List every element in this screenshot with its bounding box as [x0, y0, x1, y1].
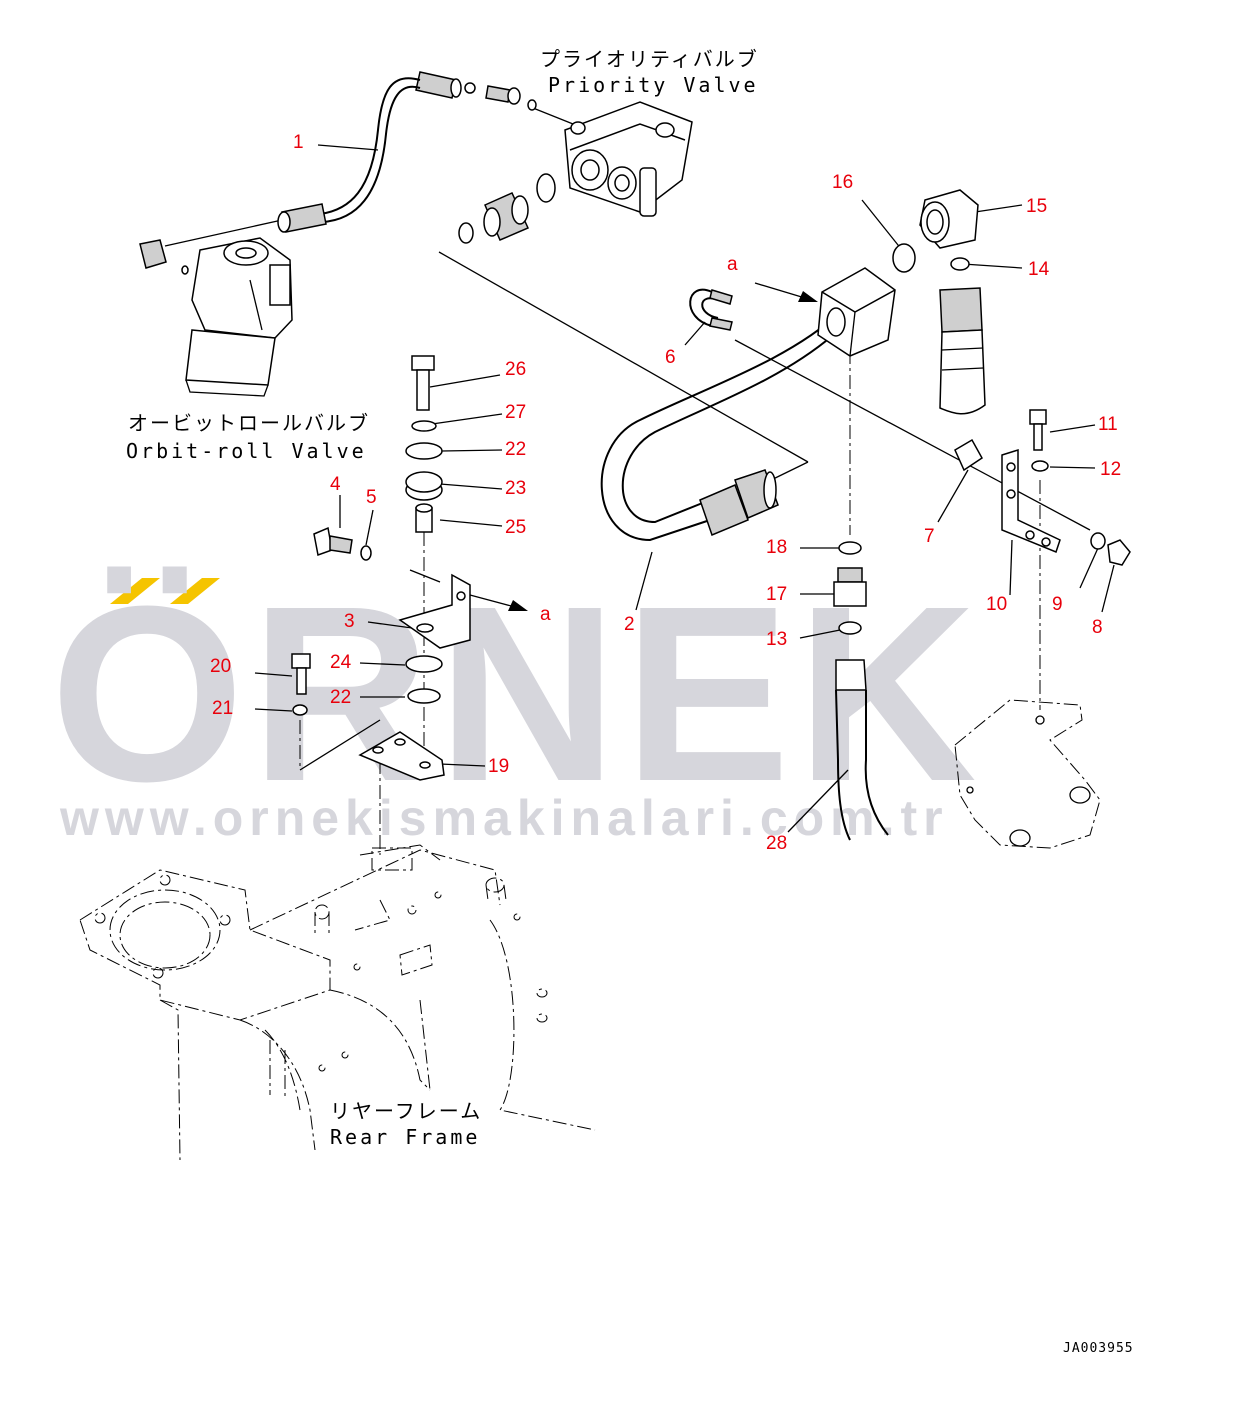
callout-23: 23: [505, 478, 526, 499]
callout-2: 2: [624, 614, 635, 635]
spacer-24: [405, 655, 443, 673]
washer-21: [292, 704, 308, 716]
o-ring-13: [838, 621, 862, 635]
callout-28: 28: [766, 833, 787, 854]
nut-8: [1107, 539, 1131, 566]
priority-valve: [458, 101, 693, 244]
washer-27: [411, 420, 437, 432]
callout-25: 25: [505, 517, 526, 538]
callout-numbers: 1 2 3 4 5 6 7 8 9 10 11 12 13 14 15 16 1…: [210, 132, 1121, 854]
orbit-roll-valve: [185, 237, 293, 397]
rear-frame-jp-label: リヤーフレーム: [330, 1099, 482, 1123]
callout-15: 15: [1026, 196, 1047, 217]
washer-9: [1090, 532, 1106, 550]
callout-8: 8: [1092, 617, 1103, 638]
bolt-20: [291, 653, 311, 695]
priority-valve-en-label: Priority Valve: [548, 73, 759, 97]
callout-19: 19: [488, 756, 509, 777]
callout-27: 27: [505, 402, 526, 423]
callout-1: 1: [293, 132, 304, 153]
callout-10: 10: [986, 594, 1007, 615]
clip-7: [954, 438, 983, 472]
view-arrows: [469, 282, 818, 611]
priority-valve-jp-label: プライオリティバルブ: [540, 47, 759, 71]
callout-17: 17: [766, 584, 787, 605]
callout-22-lower: 22: [330, 687, 351, 708]
orbit-roll-en-label: Orbit-roll Valve: [126, 439, 367, 463]
u-bolt-6: [689, 288, 733, 331]
bolt-26: [411, 355, 435, 411]
watermark-accent-right: [170, 578, 220, 604]
o-ring-18: [838, 541, 862, 555]
callout-26: 26: [505, 359, 526, 380]
bracket-3: [398, 573, 471, 649]
callout-13: 13: [766, 629, 787, 650]
bolt-11: [1029, 409, 1047, 451]
hose-28: [835, 659, 889, 841]
callout-3: 3: [344, 611, 355, 632]
callout-24: 24: [330, 652, 352, 673]
callout-view-a-bottom: a: [540, 604, 551, 625]
watermark-accent-left: [110, 578, 160, 604]
callout-14: 14: [1028, 259, 1050, 280]
callout-view-a-top: a: [727, 254, 738, 275]
plate-19: [358, 731, 445, 781]
bolt-4: [313, 526, 353, 557]
component-labels: プライオリティバルブ Priority Valve オービットロールバルブ Or…: [126, 47, 1134, 1356]
drawing-id: JA003955: [1063, 1341, 1134, 1356]
o-ring-16: [892, 243, 916, 273]
spacer-23: [405, 471, 443, 501]
washer-12: [1031, 460, 1049, 472]
bracket-10: [1001, 448, 1061, 553]
callout-6: 6: [665, 347, 676, 368]
adapter-17: [833, 567, 867, 607]
rear-frame: [79, 844, 596, 1161]
washer-22b: [407, 688, 441, 704]
hose-1: [139, 77, 421, 275]
collar-25: [415, 503, 433, 533]
callout-20: 20: [210, 656, 231, 677]
callout-22-upper: 22: [505, 439, 526, 460]
washer-22a: [405, 442, 443, 460]
washer-5: [360, 545, 372, 561]
mounting-plate-right: [954, 699, 1101, 849]
o-ring-14: [950, 257, 970, 271]
fittings-top: [415, 71, 537, 111]
callout-4: 4: [330, 474, 341, 495]
callout-12: 12: [1100, 459, 1121, 480]
hose-right-top: [939, 287, 986, 415]
callout-9: 9: [1052, 594, 1063, 615]
callout-11: 11: [1098, 414, 1118, 435]
callout-21: 21: [212, 698, 233, 719]
rear-frame-en-label: Rear Frame: [330, 1125, 480, 1149]
orbit-roll-jp-label: オービットロールバルブ: [128, 411, 370, 435]
callout-16: 16: [832, 172, 853, 193]
callout-7: 7: [924, 526, 935, 547]
hose-2: [600, 311, 841, 542]
manifold-block: [817, 267, 896, 357]
callout-5: 5: [366, 487, 377, 508]
callout-18: 18: [766, 537, 787, 558]
elbow-15: [919, 189, 979, 249]
watermark-url: www.ornekismakinalari.com.tr: [59, 790, 949, 846]
